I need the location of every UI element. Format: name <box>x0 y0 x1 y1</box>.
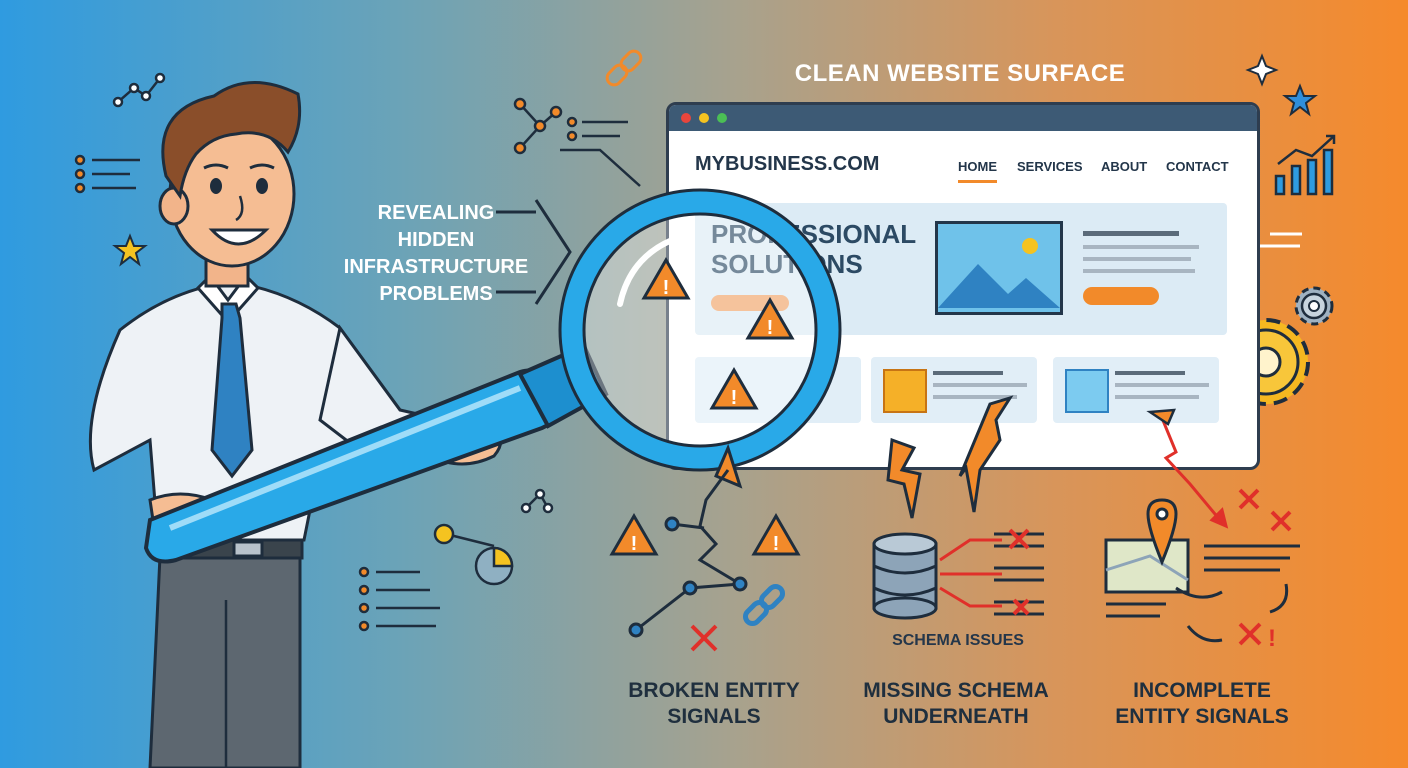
hero-image <box>935 221 1063 315</box>
svg-text:!: ! <box>1268 625 1276 652</box>
text-line <box>1083 257 1191 261</box>
map-icon <box>1104 498 1190 594</box>
schema-connector-lines <box>939 538 1002 608</box>
svg-text:!: ! <box>731 387 738 409</box>
star-icon <box>1282 83 1318 117</box>
page-headline: CLEAN WEBSITE SURFACE <box>794 60 1126 87</box>
curved-arrow-icon <box>1175 583 1289 643</box>
svg-text:!: ! <box>631 533 638 555</box>
chain-link-icon <box>605 49 643 87</box>
broken-network-icon <box>609 443 801 638</box>
nav-home[interactable]: HOME <box>958 159 997 183</box>
svg-text:!: ! <box>773 533 780 555</box>
reveal-line: REVEALING <box>377 202 495 224</box>
content-card <box>1053 357 1219 423</box>
pie-chart-icon <box>433 523 514 586</box>
text-line <box>1115 383 1209 387</box>
label-line: MISSING SCHEMA <box>863 679 1049 702</box>
line-graph-icon <box>112 72 166 108</box>
site-brand[interactable]: MYBUSINESS.COM <box>695 153 880 175</box>
minimize-dot-icon[interactable] <box>699 113 709 123</box>
list-icon <box>358 566 440 632</box>
gear-icon <box>1294 286 1334 326</box>
network-icon <box>513 97 641 187</box>
database-icon <box>872 532 938 620</box>
text-line <box>933 395 1017 399</box>
image-thumbnail-icon <box>1065 369 1109 413</box>
warning-icon <box>641 257 691 300</box>
problem-label-missing-schema: MISSING SCHEMA UNDERNEATH <box>836 678 1076 730</box>
label-line: ENTITY SIGNALS <box>1115 705 1289 728</box>
problem-label-broken-entity: BROKEN ENTITY SIGNALS <box>594 678 834 730</box>
warning-icon <box>745 297 795 340</box>
error-x-icon <box>1238 488 1292 646</box>
reveal-caption: REVEALING HIDDEN INFRASTRUCTURE PROBLEMS <box>318 200 554 308</box>
red-arrow-icon <box>1160 417 1229 529</box>
problem-label-incomplete-entity: INCOMPLETE ENTITY SIGNALS <box>1082 678 1322 730</box>
error-x-icon <box>690 624 718 652</box>
secondary-cta-button[interactable] <box>1083 287 1159 305</box>
text-line <box>933 371 1003 375</box>
reveal-line: PROBLEMS <box>379 283 493 305</box>
text-line <box>1083 231 1179 236</box>
text-line <box>1083 245 1199 249</box>
text-line <box>1115 371 1185 375</box>
list-icon <box>74 154 140 194</box>
landscape-icon <box>938 238 1060 308</box>
label-line: BROKEN ENTITY <box>628 679 800 702</box>
browser-titlebar <box>669 105 1257 131</box>
nav-about[interactable]: ABOUT <box>1101 159 1148 174</box>
network-icon <box>520 488 554 514</box>
schema-issues-label: SCHEMA ISSUES <box>892 632 1024 649</box>
reveal-line: HIDDEN <box>397 229 475 251</box>
lightning-crack-icon <box>886 395 1014 519</box>
svg-text:!: ! <box>663 277 670 299</box>
text-line <box>1115 395 1199 399</box>
reveal-line: INFRASTRUCTURE <box>343 256 529 278</box>
close-dot-icon[interactable] <box>681 113 691 123</box>
label-line: INCOMPLETE <box>1133 679 1271 702</box>
content-card <box>871 357 1037 423</box>
star-icon <box>112 233 148 267</box>
text-line <box>933 383 1027 387</box>
nav-services[interactable]: SERVICES <box>1017 159 1083 174</box>
text-line <box>1083 269 1195 273</box>
image-thumbnail-icon <box>883 369 927 413</box>
svg-text:!: ! <box>767 317 774 339</box>
bar-chart-icon <box>1274 134 1336 196</box>
magnifying-glass-icon <box>143 188 842 564</box>
label-line: SIGNALS <box>667 705 761 728</box>
maximize-dot-icon[interactable] <box>717 113 727 123</box>
nav-contact[interactable]: CONTACT <box>1166 159 1229 174</box>
warning-icon <box>709 367 759 410</box>
error-x-icon <box>1008 528 1030 616</box>
sparkle-icon <box>1245 53 1279 87</box>
label-line: UNDERNEATH <box>883 705 1029 728</box>
